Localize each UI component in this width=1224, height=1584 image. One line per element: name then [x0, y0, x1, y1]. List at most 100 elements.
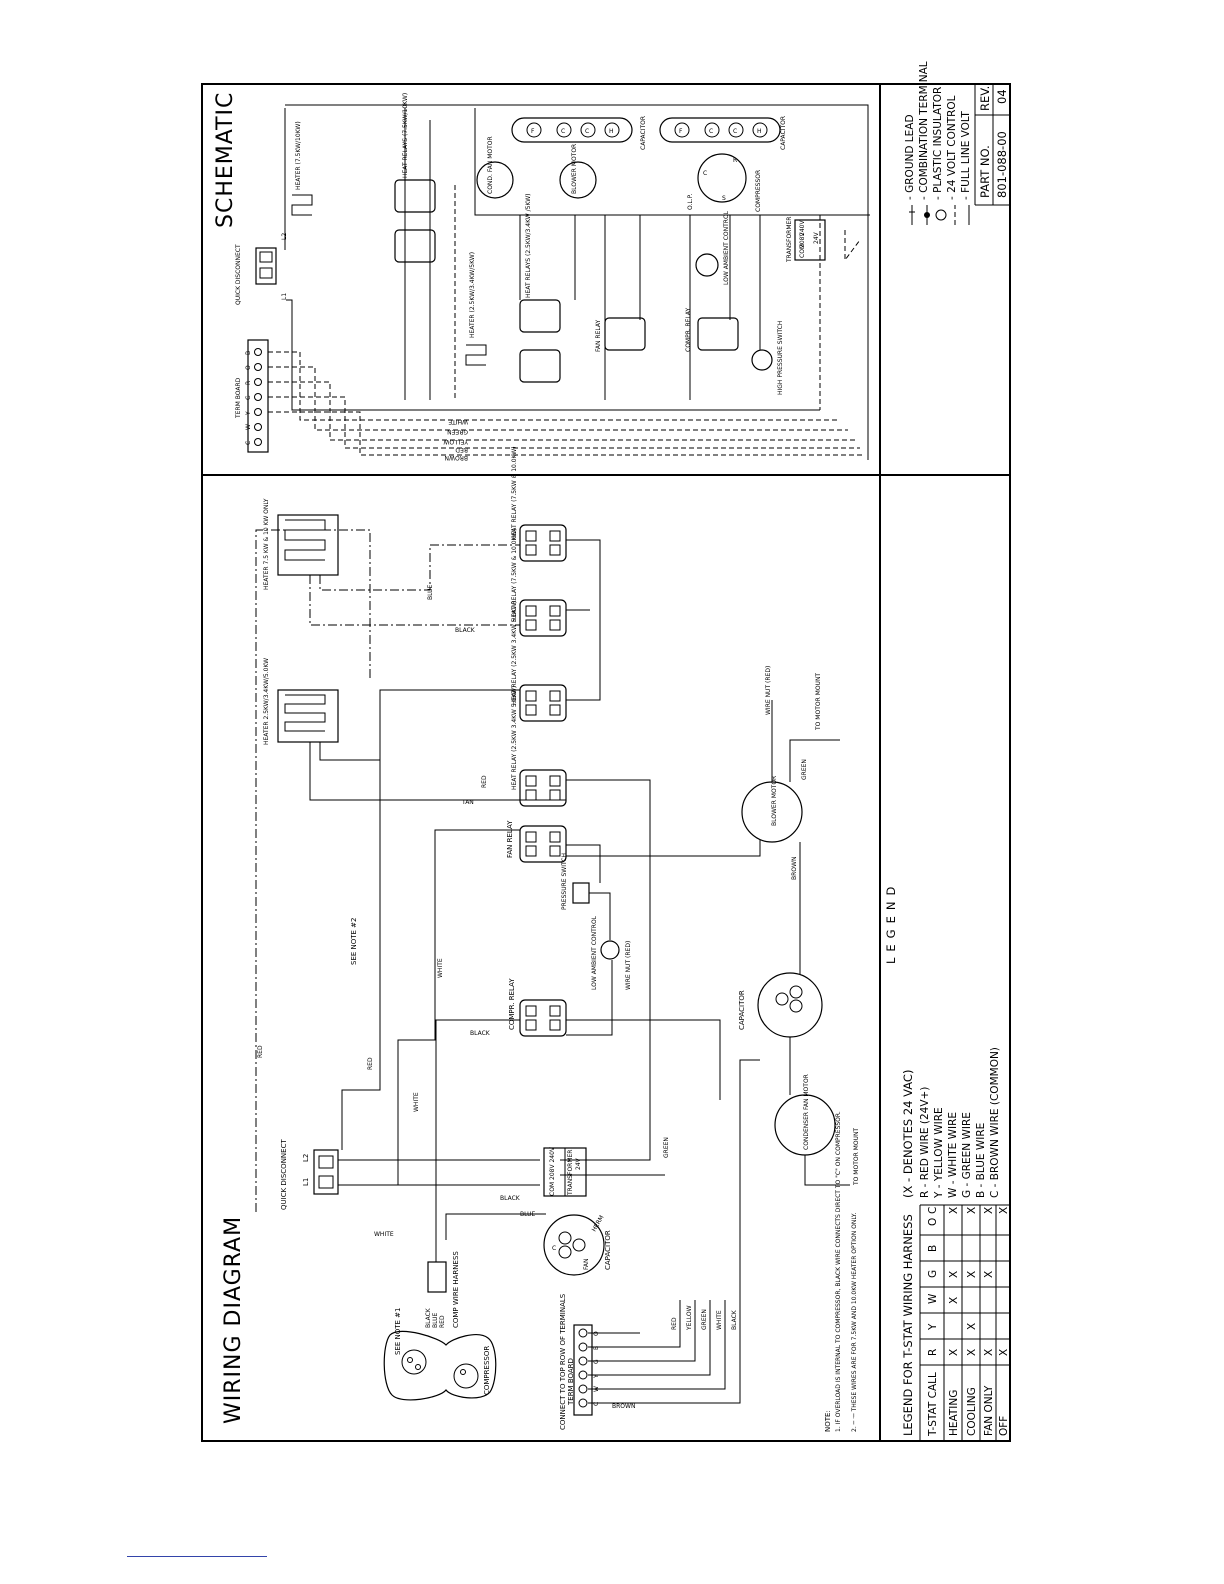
harness-fan-c: X: [983, 1207, 995, 1214]
page-link-underline[interactable]: [127, 1556, 267, 1557]
symbol-plastic-insulator: - PLASTIC INSULATOR: [932, 87, 944, 200]
rev-value: 04: [995, 89, 1009, 104]
schem-qd-l1: L1: [281, 293, 288, 300]
schem-heat-relays-small-label: HEAT RELAYS (2.5KW/3.4KW /5KW): [525, 194, 532, 298]
run-red-label-2: RED: [367, 1057, 374, 1070]
schem-heat-relay-large-1: [394, 179, 436, 213]
schem-transformer-label: TRANSFORMER: [786, 217, 793, 263]
schem-transformer-com: COM: [799, 244, 806, 258]
harness-heating-g: X: [948, 1271, 960, 1278]
heat-relay-c-label: HEAT RELAY (7.5KW & 10.0KW): [511, 528, 518, 622]
wire-white-label: WHITE: [716, 1310, 723, 1330]
comp-blue-label: BLUE: [432, 1312, 439, 1328]
fan-relay-wiring: [519, 825, 567, 863]
harness-off-c: X: [998, 1207, 1010, 1214]
symbol-key: [909, 205, 970, 225]
schem-term-g: G: [245, 395, 252, 400]
comp-black-label: BLACK: [425, 1307, 432, 1328]
wiring-term-y: Y: [593, 1374, 600, 1379]
see-note-2-label: SEE NOTE #2: [350, 917, 358, 965]
condenser-fan-motor-label: CONDENSER FAN MOTOR: [803, 1074, 810, 1150]
schem-term-r: R: [245, 381, 252, 385]
comp-harness-plug: [427, 1261, 447, 1293]
schem-term-board-label: TERM BOARD: [235, 377, 242, 419]
harness-col-o: O: [927, 1218, 939, 1226]
schem-compr-relay-label: COMPR. RELAY: [685, 307, 692, 352]
heater-large-label: HEATER 7.5 KW & 10 KW ONLY: [263, 498, 270, 590]
schem-heater-small: [465, 344, 487, 366]
harness-col-call: T-STAT CALL: [927, 1372, 939, 1437]
schem-term-w: W: [245, 424, 252, 430]
wiring-qd-label: QUICK DISCONNECT: [280, 1139, 288, 1210]
schem-term-c: C: [245, 441, 252, 445]
pressure-switch-wiring: [572, 882, 590, 904]
harness-cooling-r: X: [966, 1349, 978, 1356]
rev-label: REV.: [978, 86, 992, 111]
wire-red-label: RED: [671, 1317, 678, 1330]
wiring-diagram-title: WIRING DIAGRAM: [221, 1216, 246, 1424]
connect-top-row-label: CONNECT TO TOP ROW OF TERMINALS: [559, 1293, 567, 1430]
wiring-transformer-v24: 24V: [575, 1157, 582, 1170]
harness-fan-g: X: [983, 1271, 995, 1278]
schem-cap2-label: CAPACITOR: [780, 116, 787, 150]
schem-transformer-v240: 240V: [799, 220, 806, 236]
wire-key-c: C - BROWN WIRE (COMMON): [989, 1047, 1001, 1198]
schem-comp-s: S: [722, 195, 726, 202]
schem-qd-label: QUICK DISCONNECT: [235, 244, 242, 305]
compr-relay-wiring-label: COMPR. RELAY: [508, 978, 516, 1030]
heat-relay-b-label: HEAT RELAY (2.5KW 3.4KW 5.0KW): [511, 601, 518, 705]
schem-heater-large: [291, 194, 313, 216]
schem-low-ambient-label: LOW AMBIENT CONTROL: [723, 210, 730, 285]
schem-cap2-f: F: [679, 128, 683, 135]
schem-wire-yellow: YELLOW: [443, 438, 469, 445]
schem-cap1-c2: C: [585, 128, 589, 135]
wiring-diagram-section: WIRING DIAGRAM COMPRESSOR SEE NOTE #1 BL…: [221, 446, 860, 1432]
harness-fan-r: X: [983, 1349, 995, 1356]
part-no-value: 801-088-00: [995, 131, 1009, 198]
blower-motor-label: BLOWER MOTOR: [771, 776, 778, 826]
schematic-quick-disconnect: [255, 247, 277, 285]
schem-compressor-label: COMPRESSOR: [755, 170, 762, 212]
schematic-section: SCHEMATIC TERM BOARD C W Y G R O B QUICK…: [213, 92, 870, 461]
wiring-qd-l2: L2: [302, 1154, 310, 1162]
schem-cap1-f: F: [531, 128, 535, 135]
heat-relay-d-wiring: [519, 524, 567, 562]
heat-relay-d-label: HEAT RELAY (7.5KW & 10.0KW): [511, 446, 518, 540]
schem-compr-relay: [697, 317, 739, 351]
schem-cap1-h: H: [609, 128, 614, 135]
comp-red-label: RED: [439, 1315, 446, 1328]
schem-heat-relay-small-1: [519, 299, 561, 333]
cap-bottom-fan: FAN: [583, 1259, 590, 1271]
wiring-runs: [255, 529, 850, 1300]
schem-hps-label: HIGH PRESSURE SWITCH: [777, 321, 784, 395]
schem-capacitor-1: [511, 117, 633, 143]
schem-compressor: [697, 153, 747, 203]
heat-relay-c-wiring: [519, 599, 567, 637]
wiring-transformer-com: COM: [549, 1182, 556, 1196]
symbol-24-volt-control: - 24 VOLT CONTROL: [946, 95, 958, 200]
cap-bottom-label: CAPACITOR: [604, 1230, 612, 1270]
low-ambient-wiring: [600, 940, 620, 960]
schem-high-pressure-switch: [751, 349, 773, 371]
comp-wire-harness-label: COMP WIRE HARNESS: [452, 1251, 460, 1328]
note-1: 1. IF OVERLOAD IS INTERNAL TO COMPRESSOR…: [835, 1111, 842, 1432]
schem-cap2-c2: C: [733, 128, 737, 135]
wire-yellow-label: YELLOW: [686, 1305, 693, 1331]
run-blue-label-1: BLUE: [520, 1211, 536, 1218]
see-note-1-label: SEE NOTE #1: [394, 1307, 402, 1355]
harness-cooling-y: X: [966, 1323, 978, 1330]
note-2: 2. ─ ·─ THESE WIRES ARE FOR 7.5KW AND 10…: [851, 1213, 858, 1432]
heater-large-wiring: [277, 514, 339, 576]
run-black-label-3: BLACK: [455, 627, 476, 634]
sheet-border: [201, 83, 1011, 1442]
schem-blower-motor: [559, 161, 597, 199]
wiring-transformer-label: TRANSFORMER: [567, 1150, 574, 1196]
heat-relay-a-wiring: [519, 769, 567, 807]
note-head: NOTE:: [824, 1410, 832, 1432]
harness-row-fan-only: FAN ONLY: [983, 1385, 995, 1436]
heat-relay-b-wiring: [519, 684, 567, 722]
wire-key-r: R - RED WIRE (24V+): [919, 1087, 931, 1198]
wiring-transformer-v208: 208V 240V: [549, 1146, 556, 1180]
harness-table: [919, 1204, 1011, 1441]
